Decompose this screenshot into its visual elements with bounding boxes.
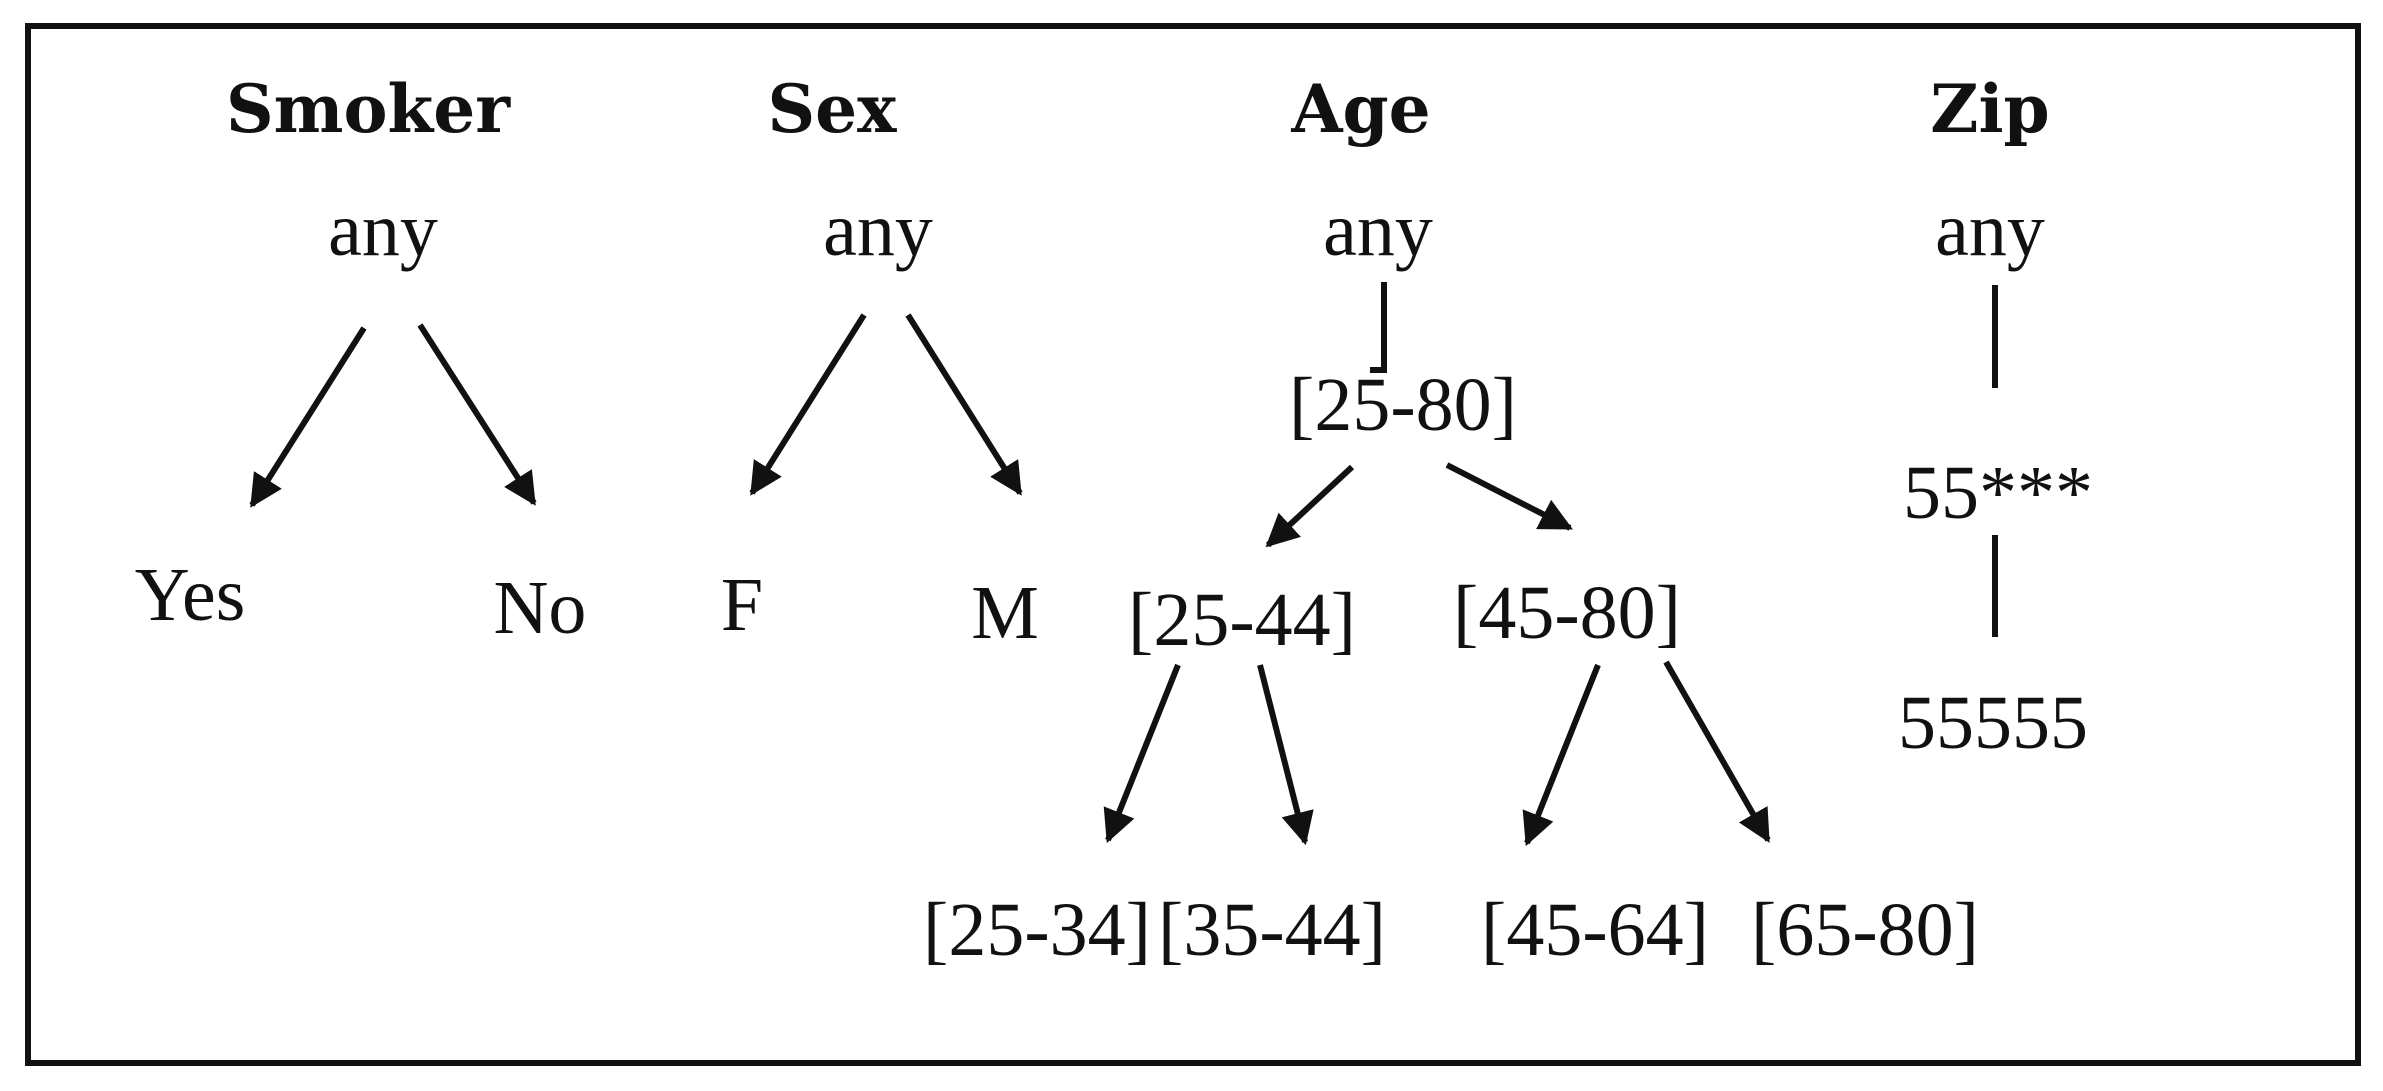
age-title: Age (1290, 70, 1430, 148)
age-25-34-node: [25-34] (923, 888, 1151, 972)
age-edge-25-80-to-25-44 (1265, 464, 1355, 548)
age-edge-any-to-25-80 (1370, 282, 1387, 373)
smoker-title: Smoker (226, 70, 511, 148)
sex-m-node: M (971, 571, 1039, 655)
sex-edge-any-to-m (905, 313, 1023, 496)
zip-55555-node: 55555 (1898, 681, 2088, 765)
smoker-hierarchy: Smoker any Yes No (135, 70, 587, 650)
smoker-edge-any-to-no (417, 323, 537, 506)
sex-edge-any-to-f (749, 313, 867, 496)
sex-title: Sex (767, 70, 897, 148)
age-25-80-node: [25-80] (1289, 363, 1517, 447)
age-45-64-node: [45-64] (1481, 888, 1709, 972)
zip-root-node: any (1935, 188, 2045, 272)
zip-title: Zip (1930, 70, 2049, 148)
age-25-44-node: [25-44] (1128, 578, 1356, 662)
smoker-root-node: any (328, 188, 438, 272)
age-45-80-node: [45-80] (1453, 571, 1681, 655)
age-edge-45-80-to-45-64 (1522, 663, 1601, 847)
sex-f-node: F (721, 563, 763, 647)
diagram-frame (25, 23, 2361, 1066)
sex-hierarchy: Sex any F M (721, 70, 1039, 655)
age-edge-25-44-to-35-44 (1257, 664, 1314, 846)
age-root-node: any (1323, 188, 1433, 272)
smoker-yes-node: Yes (135, 553, 246, 637)
age-edge-45-80-to-65-80 (1663, 660, 1771, 843)
sex-root-node: any (823, 188, 933, 272)
age-edge-25-80-to-45-80 (1445, 462, 1573, 531)
age-hierarchy: Age any [25-80] [25-44] [45-80] [25-34] … (923, 70, 1979, 972)
age-edge-25-44-to-25-34 (1103, 663, 1181, 844)
smoker-edge-any-to-yes (249, 326, 367, 508)
zip-55-node: 55*** (1903, 451, 2093, 535)
smoker-no-node: No (494, 566, 587, 650)
age-65-80-node: [65-80] (1751, 888, 1979, 972)
age-35-44-node: [35-44] (1158, 888, 1386, 972)
zip-hierarchy: Zip any 55*** 55555 (1898, 70, 2093, 765)
